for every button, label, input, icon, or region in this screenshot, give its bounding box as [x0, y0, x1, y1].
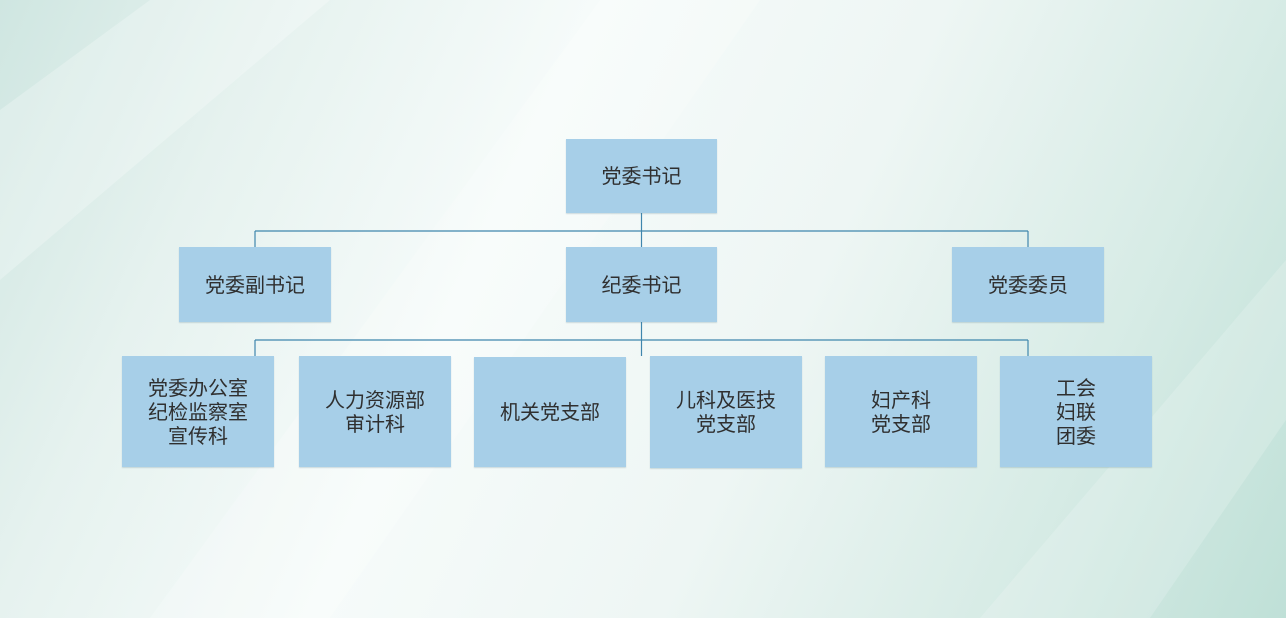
- node-label: 党委副书记: [205, 272, 305, 297]
- node-label: 机关党支部: [500, 400, 600, 424]
- node-label: 人力资源部 审计科: [325, 387, 425, 436]
- node-organ-party-branch: 机关党支部: [474, 357, 626, 467]
- node-party-committee-member: 党委委员: [952, 247, 1104, 322]
- node-hr-audit: 人力资源部 审计科: [299, 356, 451, 467]
- node-party-secretary: 党委书记: [566, 139, 717, 213]
- node-pediatrics-medtech-branch: 儿科及医技 党支部: [650, 356, 802, 468]
- node-label: 妇产科 党支部: [871, 387, 931, 436]
- node-label: 儿科及医技 党支部: [676, 388, 776, 436]
- node-label: 党委委员: [988, 272, 1068, 297]
- node-office-inspection-publicity: 党委办公室 纪检监察室 宣传科: [122, 356, 274, 467]
- node-label: 纪委书记: [601, 272, 682, 297]
- node-label: 工会 妇联 团委: [1056, 375, 1096, 448]
- node-label: 党委书记: [601, 164, 682, 188]
- node-label: 党委办公室 纪检监察室 宣传科: [148, 375, 248, 448]
- node-union-women-youth: 工会 妇联 团委: [1000, 356, 1152, 467]
- node-obstetrics-branch: 妇产科 党支部: [825, 356, 977, 467]
- node-deputy-party-secretary: 党委副书记: [179, 247, 331, 322]
- node-discipline-secretary: 纪委书记: [566, 247, 717, 322]
